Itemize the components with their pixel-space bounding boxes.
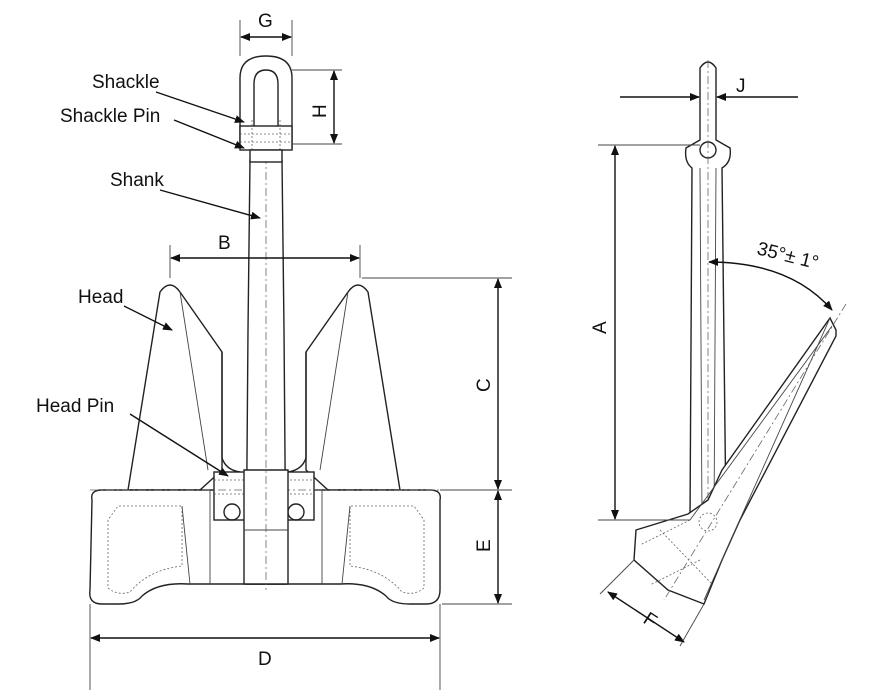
angle-indicator: 35°± 1° <box>708 238 833 311</box>
dimension-label-g: G <box>258 11 273 32</box>
dimension-label-d: D <box>258 649 272 670</box>
side-view: J A 35°± 1° F <box>590 60 847 647</box>
side-shank <box>684 60 732 530</box>
dimension-label-e: E <box>474 539 495 552</box>
anchor-shackle <box>239 55 293 163</box>
dimension-label-c: C <box>474 378 495 392</box>
anchor-shank <box>243 60 289 590</box>
dimension-b: B <box>169 233 361 278</box>
dimension-j: J <box>620 76 798 101</box>
dimension-label-j: J <box>736 76 746 97</box>
dimension-label-h: H <box>310 104 331 118</box>
label-shackle-pin: Shackle Pin <box>60 106 160 127</box>
dimension-label-f: F <box>639 609 660 633</box>
part-labels: Shackle Shackle Pin Shank Head Head Pin <box>36 72 261 477</box>
dimension-c: C <box>362 277 512 491</box>
label-shank: Shank <box>110 170 164 191</box>
dimension-label-a: A <box>590 321 611 334</box>
label-head: Head <box>78 287 123 308</box>
front-view: G H B C E <box>36 11 512 690</box>
label-head-pin: Head Pin <box>36 396 114 417</box>
dimension-a: A <box>590 144 700 521</box>
dimension-label-b: B <box>218 233 231 254</box>
dimension-e: E <box>442 490 512 605</box>
dimension-h: H <box>292 69 342 145</box>
dimension-d: D <box>89 604 441 690</box>
side-fluke <box>633 303 847 605</box>
dimension-g: G <box>239 11 293 56</box>
label-shackle: Shackle <box>92 72 160 93</box>
